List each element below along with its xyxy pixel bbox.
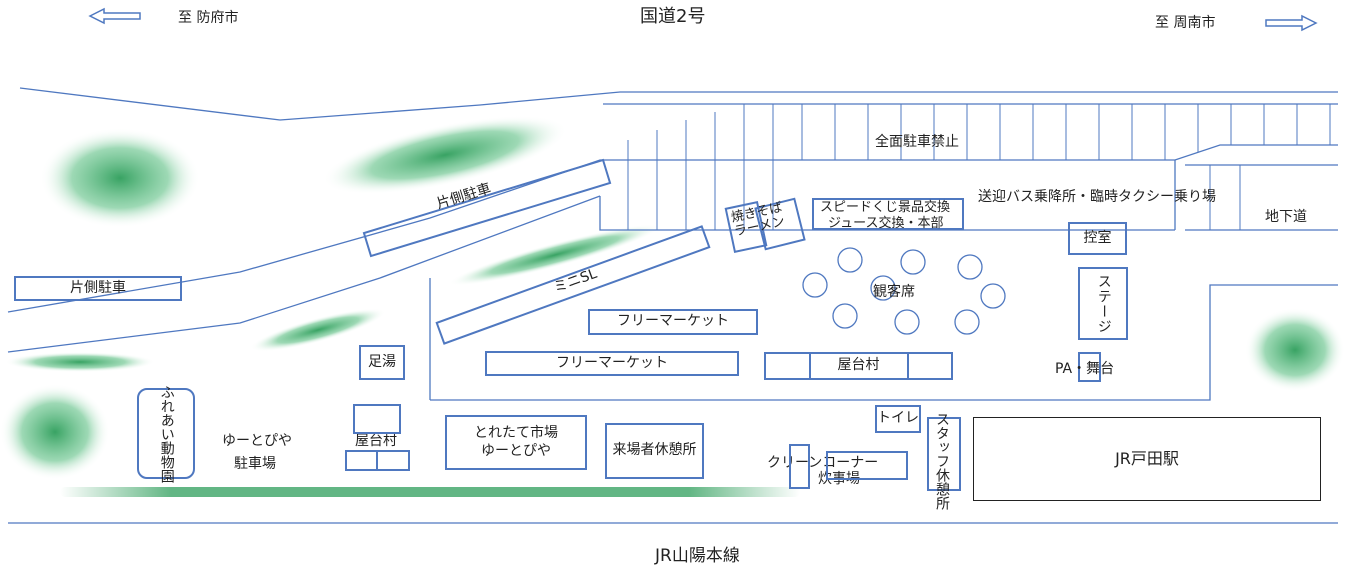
rest-area-label: 来場者休憩所 xyxy=(612,442,697,459)
underpass-label: 地下道 xyxy=(1265,209,1307,225)
tree-cluster xyxy=(448,224,662,286)
clean-corner-label: クリーンコーナー xyxy=(767,455,879,471)
yatai-left-box xyxy=(353,404,401,434)
pa-stage-label: PA・舞台 xyxy=(1055,361,1115,377)
yutopia-parking-label-1: ゆーとぴや xyxy=(222,433,292,449)
tree-cluster xyxy=(40,128,200,228)
stage-label: ステージ xyxy=(1095,273,1112,334)
staff-rest-label: スタッフ休憩所 xyxy=(934,412,950,510)
railway-label: JR山陽本線 xyxy=(655,546,740,566)
left-arrow-icon xyxy=(88,7,141,25)
toretate-box: とれたて市場 ゆーとぴや xyxy=(445,415,587,470)
left-direction-label: 至 防府市 xyxy=(178,10,239,26)
cooking-area-box xyxy=(826,451,908,480)
clean-corner-box xyxy=(789,444,810,489)
toretate-label-2: ゆーとぴや xyxy=(481,442,551,459)
yatai-right-box: 屋台村 xyxy=(764,352,953,380)
mini-sl-box xyxy=(435,225,711,345)
flea-market-2-box: フリーマーケット xyxy=(485,351,739,376)
ashiyu-box: 足湯 xyxy=(359,345,405,380)
parking-left-box: 片側駐車 xyxy=(14,276,182,301)
ashiyu-label: 足湯 xyxy=(368,353,396,370)
waiting-room-box: 控室 xyxy=(1068,222,1127,255)
divider xyxy=(809,352,811,380)
tree-cluster xyxy=(5,352,155,372)
toilet-label: トイレ xyxy=(877,410,919,427)
seats-label: 観客席 xyxy=(873,284,915,300)
toretate-label-1: とれたて市場 xyxy=(474,425,558,441)
flea-market-2-label: フリーマーケット xyxy=(556,354,668,371)
toilet-box: トイレ xyxy=(875,405,921,433)
tree-cluster xyxy=(250,308,386,352)
right-direction-label: 至 周南市 xyxy=(1155,15,1216,31)
fureai-zoo-box: ふれあい動物園 xyxy=(137,385,195,483)
station-box: JR戸田駅 xyxy=(973,417,1321,501)
divider xyxy=(376,450,378,471)
yatai-left-label: 屋台村 xyxy=(355,433,397,449)
staff-rest-box xyxy=(927,417,961,491)
parking-top-box xyxy=(362,158,612,258)
flea-market-1-box: フリーマーケット xyxy=(588,309,758,335)
right-arrow-icon xyxy=(1265,14,1318,32)
speed-kuji-label: スピードくじ景品交換 xyxy=(820,200,951,215)
stage-box: ステージ xyxy=(1078,267,1128,340)
juice-honbu-label: ジュース交換・本部 xyxy=(828,216,944,231)
flea-market-1-label: フリーマーケット xyxy=(617,313,729,330)
pa-stage-box xyxy=(1078,352,1101,382)
hedge xyxy=(60,487,800,497)
yutopia-parking-label-2: 駐車場 xyxy=(234,456,276,472)
rest-area-box: 来場者休憩所 xyxy=(605,423,704,479)
divider xyxy=(907,352,909,380)
tree-cluster xyxy=(0,384,110,480)
bus-area-label: 送迎バス乗降所・臨時タクシー乗り場 xyxy=(978,189,1216,205)
yatai-right-label: 屋台村 xyxy=(837,357,880,374)
ramen-box xyxy=(754,197,806,251)
fureai-zoo-label: ふれあい動物園 xyxy=(158,384,175,483)
tree-cluster xyxy=(1245,308,1345,392)
station-label: JR戸田駅 xyxy=(1115,449,1179,468)
road-title: 国道2号 xyxy=(640,6,706,27)
parking-left-label: 片側駐車 xyxy=(70,279,126,296)
tree-cluster xyxy=(322,115,568,195)
waiting-room-label: 控室 xyxy=(1083,229,1112,246)
no-parking-label: 全面駐車禁止 xyxy=(875,134,959,150)
speed-kuji-box: スピードくじ景品交換 ジュース交換・本部 xyxy=(812,198,964,231)
yakisoba-box xyxy=(724,200,768,254)
